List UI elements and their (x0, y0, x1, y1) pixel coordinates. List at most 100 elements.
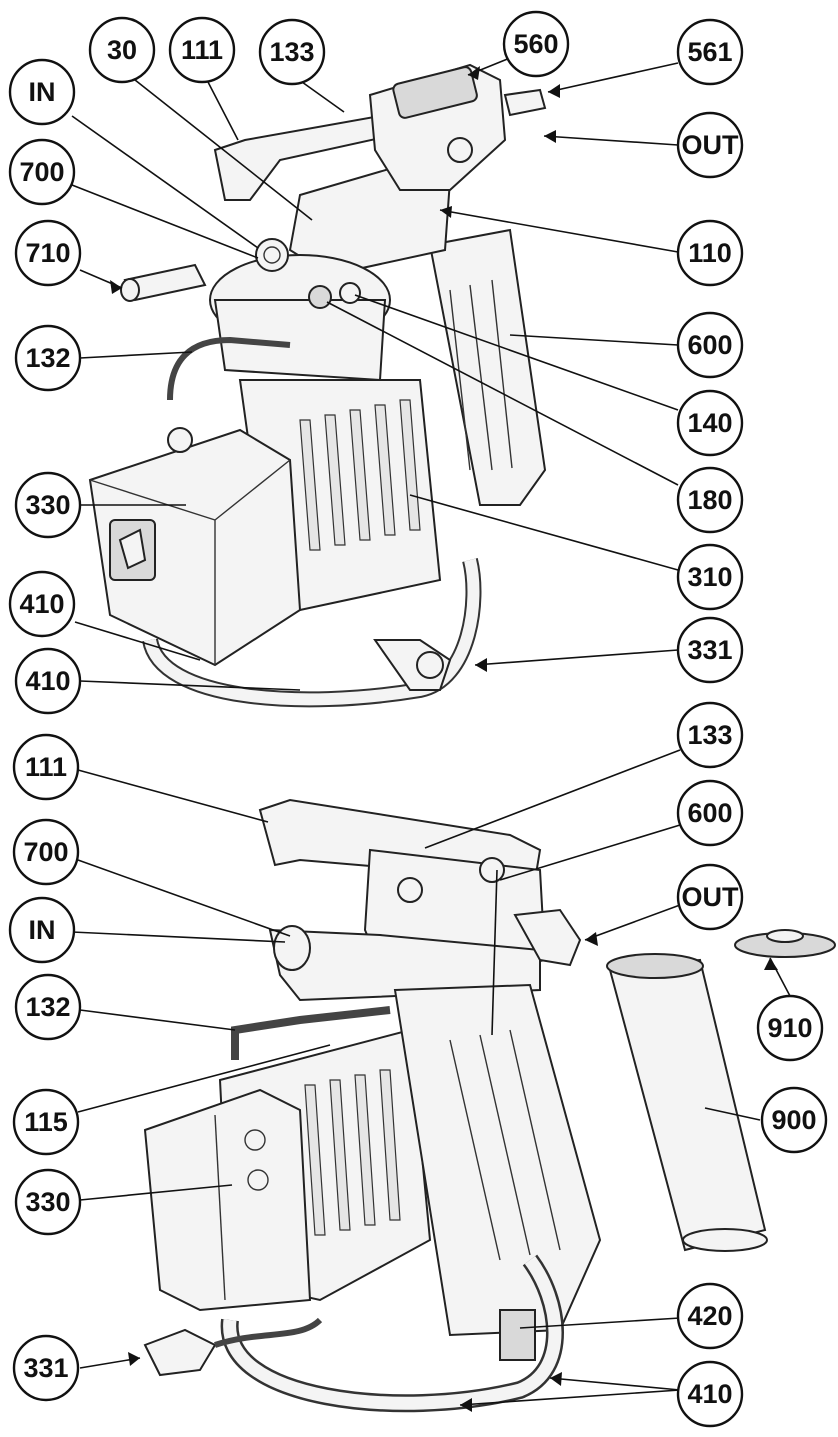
leader-111-bottom (77, 769, 269, 823)
leader-133-top (301, 81, 345, 113)
callout-label-111-top: 111 (181, 35, 223, 65)
leader-115 (77, 1044, 331, 1113)
leader-600-bottom-b (491, 869, 498, 1036)
callout-111-top: 111 (168, 16, 236, 84)
callout-label-132-bottom: 132 (25, 992, 70, 1022)
callout-331-bottom: 331 (12, 1334, 80, 1402)
carrying-handle-bottom (258, 798, 542, 882)
callout-560: 560 (502, 10, 570, 78)
callout-180: 180 (676, 466, 744, 534)
bolt-140 (308, 285, 332, 309)
leader-420 (519, 1317, 681, 1329)
leader-600-top (509, 334, 679, 346)
callout-label-out-top: OUT (682, 130, 740, 160)
leader-140 (354, 294, 679, 411)
callout-label-110: 110 (688, 238, 732, 268)
callout-133-top: 133 (258, 18, 326, 86)
motor-fins-top (299, 399, 421, 551)
callout-label-410-top-b: 410 (25, 666, 70, 696)
callout-in-top: IN (8, 58, 76, 126)
leader-133-bottom (424, 749, 681, 849)
callout-331-top: 331 (676, 616, 744, 684)
leader-arrowheads (110, 66, 778, 1412)
callout-out-top: OUT (676, 111, 744, 179)
junction-box-top (88, 428, 302, 667)
leader-in-top (71, 115, 259, 249)
callout-label-710: 710 (25, 238, 70, 268)
callout-410-bottom: 410 (676, 1360, 744, 1428)
callout-label-115: 115 (24, 1107, 68, 1137)
callout-label-330-bottom: 330 (25, 1187, 70, 1217)
leader-110 (439, 209, 679, 253)
filter-housing-top (428, 228, 547, 506)
callout-label-140: 140 (687, 408, 732, 438)
callout-330-top: 330 (14, 471, 82, 539)
leader-410-top-b (79, 680, 301, 691)
callout-label-331-bottom: 331 (23, 1353, 68, 1383)
leader-331-top (474, 649, 679, 666)
leader-410-bottom-b (549, 1377, 681, 1391)
callout-132-bottom: 132 (14, 973, 82, 1041)
callout-label-133-top: 133 (269, 37, 314, 67)
callout-out-bottom: OUT (676, 863, 744, 931)
leader-111-top (207, 81, 239, 141)
leader-700-bottom (77, 859, 291, 937)
leader-out-top (543, 135, 679, 146)
callout-label-330-top: 330 (25, 490, 70, 520)
callout-label-310: 310 (687, 562, 732, 592)
fitting-180 (339, 282, 361, 304)
callout-600-top: 600 (676, 311, 744, 379)
leader-310 (409, 494, 679, 571)
callout-label-900: 900 (771, 1105, 816, 1135)
callout-in-bottom: IN (8, 896, 76, 964)
motor-fins-bottom (304, 1069, 401, 1236)
inlet-port-bottom (273, 925, 311, 971)
callout-label-561: 561 (687, 37, 732, 67)
callout-label-700-top: 700 (19, 157, 64, 187)
inlet-manifold-bottom (268, 928, 541, 1002)
callout-bubbles: 30 111 133 560 561 IN OUT 700 710 110 60… (8, 10, 828, 1428)
callout-900: 900 (760, 1086, 828, 1154)
bottom-pump-assembly (143, 798, 836, 1413)
callout-label-30: 30 (107, 35, 137, 65)
callout-label-600-bottom: 600 (687, 798, 732, 828)
inlet-port-top (255, 238, 289, 272)
leader-410-top-a (74, 621, 201, 661)
filter-ribs-top (449, 279, 513, 471)
leader-900 (704, 1107, 761, 1121)
callout-710: 710 (14, 219, 82, 287)
callout-600-bottom: 600 (676, 779, 744, 847)
leader-180 (326, 301, 679, 486)
hose-132-bottom (231, 1006, 391, 1060)
filter-cartridge-900 (608, 958, 767, 1252)
power-plug-bottom (143, 1328, 217, 1377)
callout-330-bottom: 330 (14, 1168, 82, 1236)
callout-label-410-top-a: 410 (19, 589, 64, 619)
callout-label-560: 560 (513, 29, 558, 59)
callout-label-in-top: IN (29, 77, 56, 107)
leader-132-top (79, 351, 193, 359)
leader-30 (129, 75, 313, 221)
callout-30: 30 (88, 16, 156, 84)
drain-plug-420 (499, 1309, 536, 1361)
filter-housing-bottom (393, 983, 602, 1337)
callout-label-420: 420 (687, 1301, 732, 1331)
callout-700-top: 700 (8, 138, 76, 206)
callout-110: 110 (676, 219, 744, 287)
callout-410-top-a: 410 (8, 570, 76, 638)
callout-label-132-top: 132 (25, 343, 70, 373)
leader-410-bottom-a (459, 1389, 681, 1406)
callout-label-910: 910 (767, 1013, 812, 1043)
rotary-switch (118, 528, 147, 570)
meter-knob (447, 137, 473, 163)
junction-box-bottom (143, 1088, 312, 1312)
leader-600-bottom (499, 824, 681, 881)
callout-115: 115 (12, 1088, 80, 1156)
callout-label-133-bottom: 133 (687, 720, 732, 750)
callout-310: 310 (676, 543, 744, 611)
leader-700-top (71, 184, 259, 259)
outlet-elbow-bottom (513, 908, 582, 967)
leader-out-bottom (584, 904, 681, 941)
